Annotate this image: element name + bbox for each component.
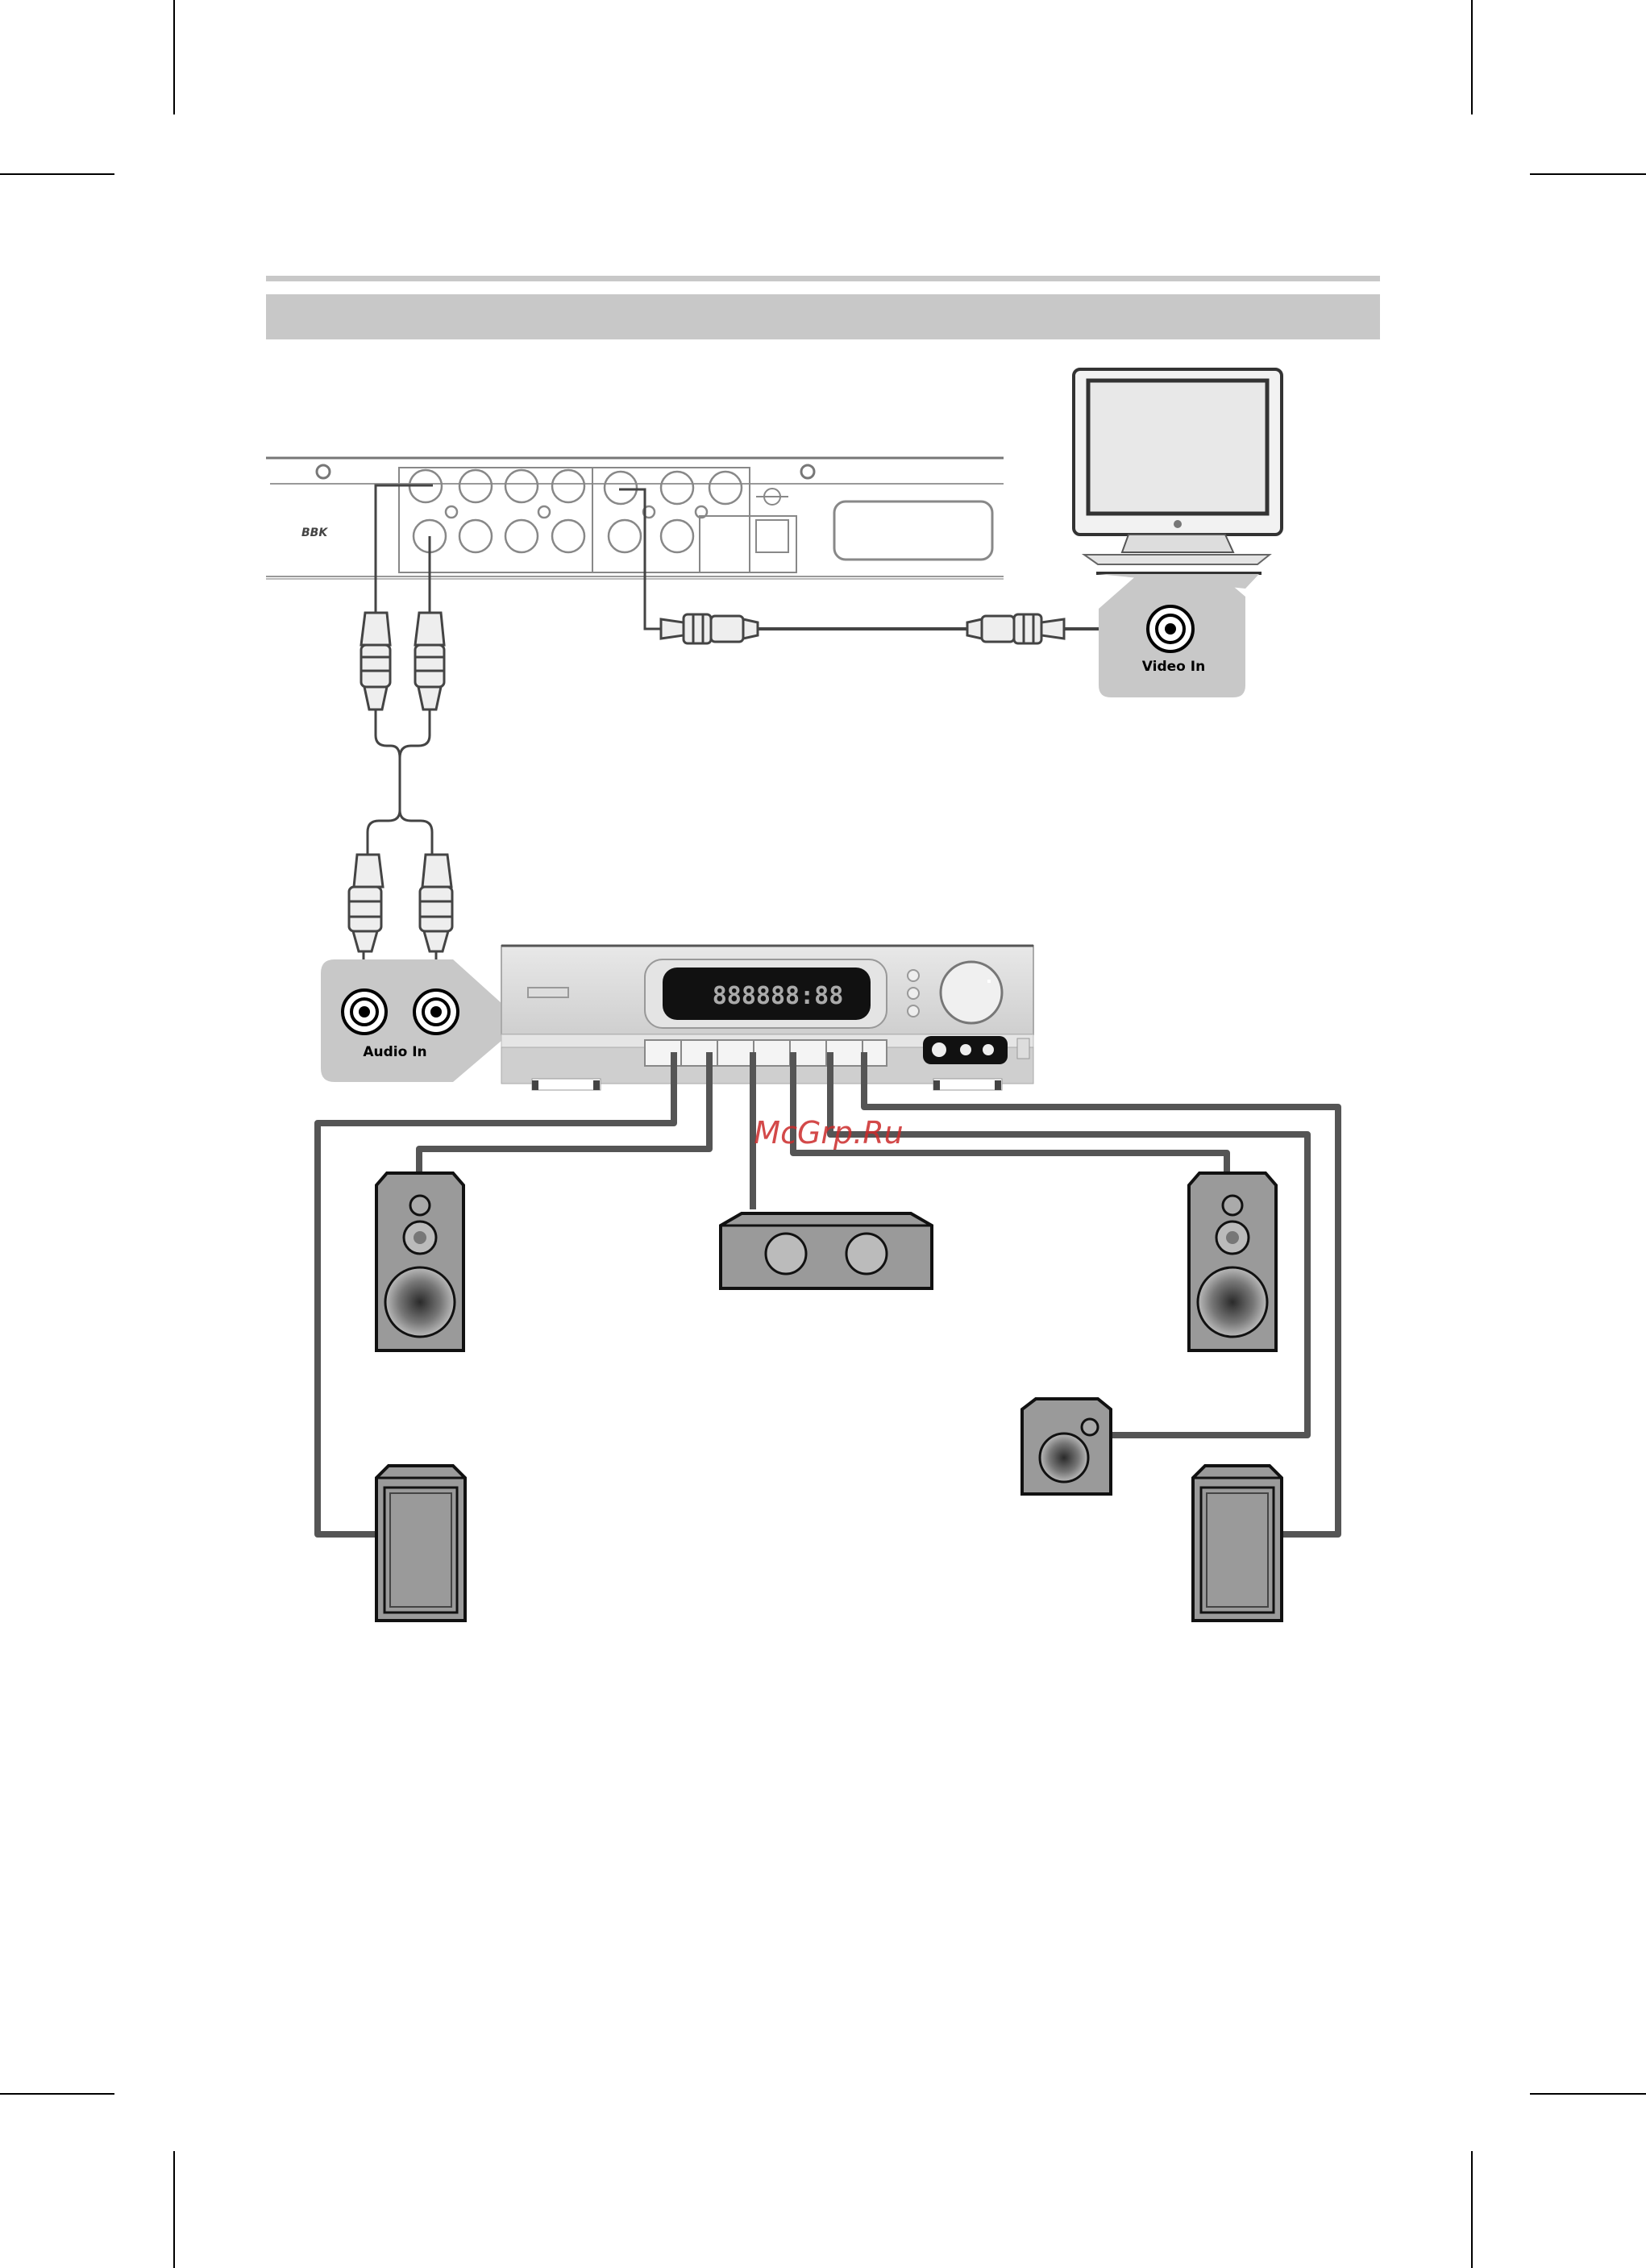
brand-logo: BBK (301, 526, 328, 539)
video-in-label: Video In (1142, 659, 1205, 675)
front-right-speaker (1189, 1173, 1276, 1350)
rca-plug-pair-bottom (349, 855, 452, 951)
rear-right-speaker (1193, 1466, 1282, 1621)
front-left-speaker (376, 1173, 463, 1350)
rear-left-speaker (376, 1466, 465, 1621)
audio-in-label: Audio In (363, 1044, 426, 1060)
header-rule (266, 276, 1380, 281)
av-receiver: 888888:88 (501, 946, 1033, 1090)
rca-plug-pair-top (361, 613, 444, 710)
subwoofer (1022, 1399, 1111, 1494)
audio-in-callout: Audio In (321, 959, 502, 1082)
watermark-text: McGrp.Ru (754, 1115, 903, 1151)
receiver-display-text: 888888:88 (713, 982, 844, 1010)
video-in-callout: Video In (1098, 574, 1259, 697)
volume-knob (941, 962, 1002, 1023)
center-speaker (721, 1213, 932, 1288)
header-band (266, 294, 1380, 339)
tv-monitor (1074, 369, 1282, 573)
